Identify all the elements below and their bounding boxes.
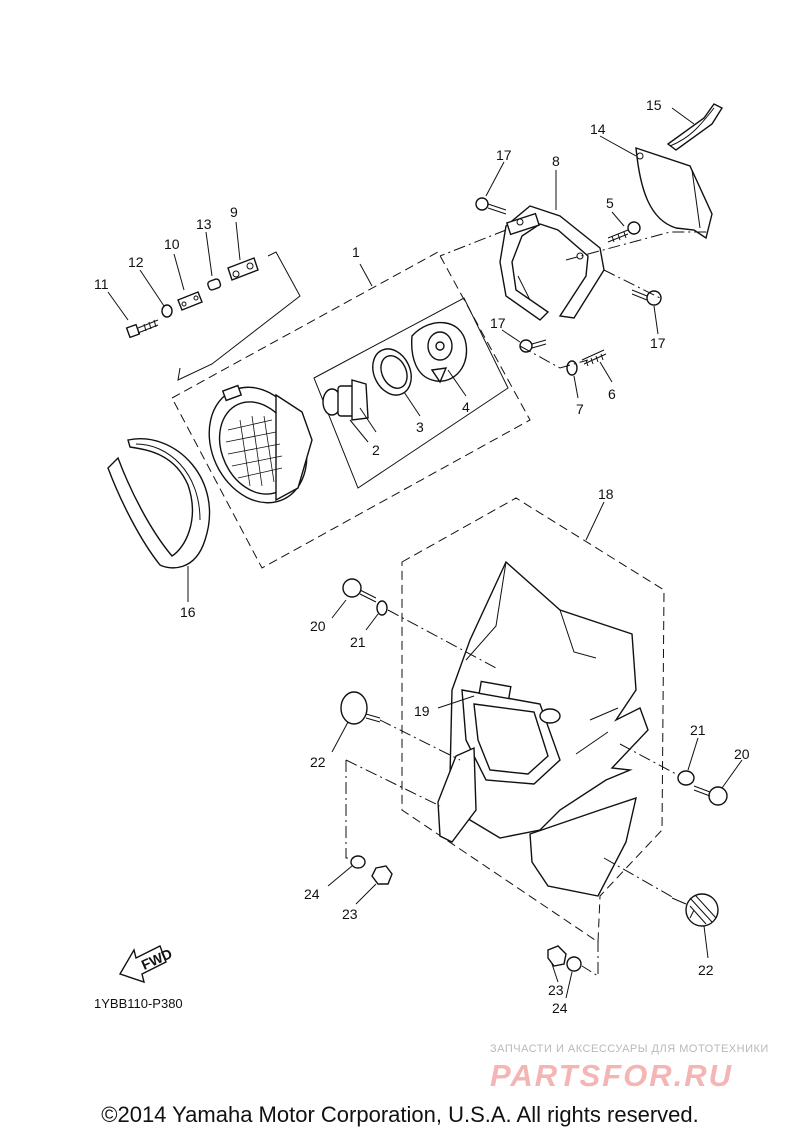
callout-23-bottom: 23 <box>548 982 564 998</box>
callout-6: 6 <box>608 386 616 402</box>
left-nut-connection-line <box>345 760 354 859</box>
watermark-caption: ЗАПЧАСТИ И АКСЕССУАРЫ ДЛЯ МОТОТЕХНИКИ <box>490 1043 769 1055</box>
callout-14: 14 <box>590 121 606 137</box>
spring-connection-line <box>519 345 589 369</box>
callout-21-right: 21 <box>690 722 706 738</box>
callout-5: 5 <box>606 195 614 211</box>
callout-9: 9 <box>230 204 238 220</box>
diagram-code: 1YBB110-P380 <box>94 996 183 1011</box>
retaining-ring-part <box>107 438 211 569</box>
washer-21-left-part <box>376 600 388 616</box>
cable-tie-part <box>666 103 724 151</box>
headlight-assembly-group-box <box>171 251 531 569</box>
callout-17-right: 17 <box>650 335 666 351</box>
bracket-connection-line <box>565 231 708 261</box>
washer-12-part <box>161 304 173 318</box>
headlight-cover-group-box <box>401 497 665 943</box>
bracket-plate-part <box>635 146 713 240</box>
callout-21-left: 21 <box>350 634 366 650</box>
leader-lines <box>107 107 743 999</box>
callout-8: 8 <box>552 153 560 169</box>
callout-20-left: 20 <box>310 618 326 634</box>
callout-22-right: 22 <box>698 962 714 978</box>
callout-19: 19 <box>414 703 430 719</box>
bulb-socket-group-box <box>313 297 509 489</box>
copyright-notice: ©2014 Yamaha Motor Corporation, U.S.A. A… <box>101 1102 699 1127</box>
washer-24-bottom-part <box>566 956 582 972</box>
callout-17-top: 17 <box>496 147 512 163</box>
washer-21-right-part <box>677 770 695 786</box>
upper-connection-line <box>439 229 507 257</box>
bolt-20-left-part <box>342 578 377 603</box>
nut-23-left-part <box>371 865 393 885</box>
callout-16: 16 <box>180 604 196 620</box>
grommet-9-part <box>227 257 259 281</box>
bolt-17-mid-part <box>519 339 547 353</box>
callout-11: 11 <box>94 276 109 292</box>
grommet-22-right-connection-line <box>603 857 675 899</box>
spacer-13-part <box>207 278 222 291</box>
callout-15: 15 <box>646 97 662 113</box>
bulb-part <box>322 379 369 443</box>
callout-22-left: 22 <box>310 754 326 770</box>
fwd-arrow-icon: FWD <box>118 945 175 984</box>
fastener-group-bracket <box>177 251 301 381</box>
callout-13: 13 <box>196 216 212 232</box>
callout-17-mid: 17 <box>490 315 506 331</box>
callout-20-right: 20 <box>734 746 750 762</box>
grommet-22-left-connection-line <box>379 719 461 761</box>
headlight-bracket-part <box>499 205 605 321</box>
bottom-nut-connection-line <box>581 940 599 977</box>
bolt-5-part <box>607 221 641 243</box>
grommet-22-right-part <box>671 893 719 927</box>
socket-ring-part <box>372 348 412 396</box>
left-nut-connection-line-2 <box>345 759 441 807</box>
bolt-17-top-part <box>475 197 507 215</box>
bolt-17-right-part <box>631 289 662 306</box>
watermark-logo: PARTSFOR.RU <box>490 1058 734 1093</box>
collar-7-part <box>566 360 578 376</box>
headlight-cover-part <box>437 560 649 897</box>
callout-24-bottom: 24 <box>552 1000 568 1016</box>
bolt-11-part <box>125 319 159 339</box>
callout-3: 3 <box>416 419 424 435</box>
bulb-cover-part <box>411 321 468 384</box>
callout-1: 1 <box>352 244 360 260</box>
bolt-20-right-connection-line <box>619 743 677 775</box>
headlight-housing-part <box>208 384 313 504</box>
spring-6-part <box>581 349 607 367</box>
collar-10-part <box>177 291 203 311</box>
callout-2: 2 <box>372 442 380 458</box>
bolt-connection-line <box>603 269 661 299</box>
callout-10: 10 <box>164 236 180 252</box>
callout-23-left: 23 <box>342 906 358 922</box>
grommet-22-left-part <box>340 691 381 725</box>
callout-24-left: 24 <box>304 886 320 902</box>
callout-18: 18 <box>598 486 614 502</box>
bolt-20-right-part <box>693 785 728 806</box>
washer-24-left-part <box>350 855 366 869</box>
fwd-label: FWD <box>139 945 175 973</box>
callout-12: 12 <box>128 254 144 270</box>
bolt-20-left-connection-line <box>387 609 497 669</box>
callout-4: 4 <box>462 399 470 415</box>
nut-23-bottom-part <box>547 945 567 967</box>
callout-7: 7 <box>576 401 584 417</box>
